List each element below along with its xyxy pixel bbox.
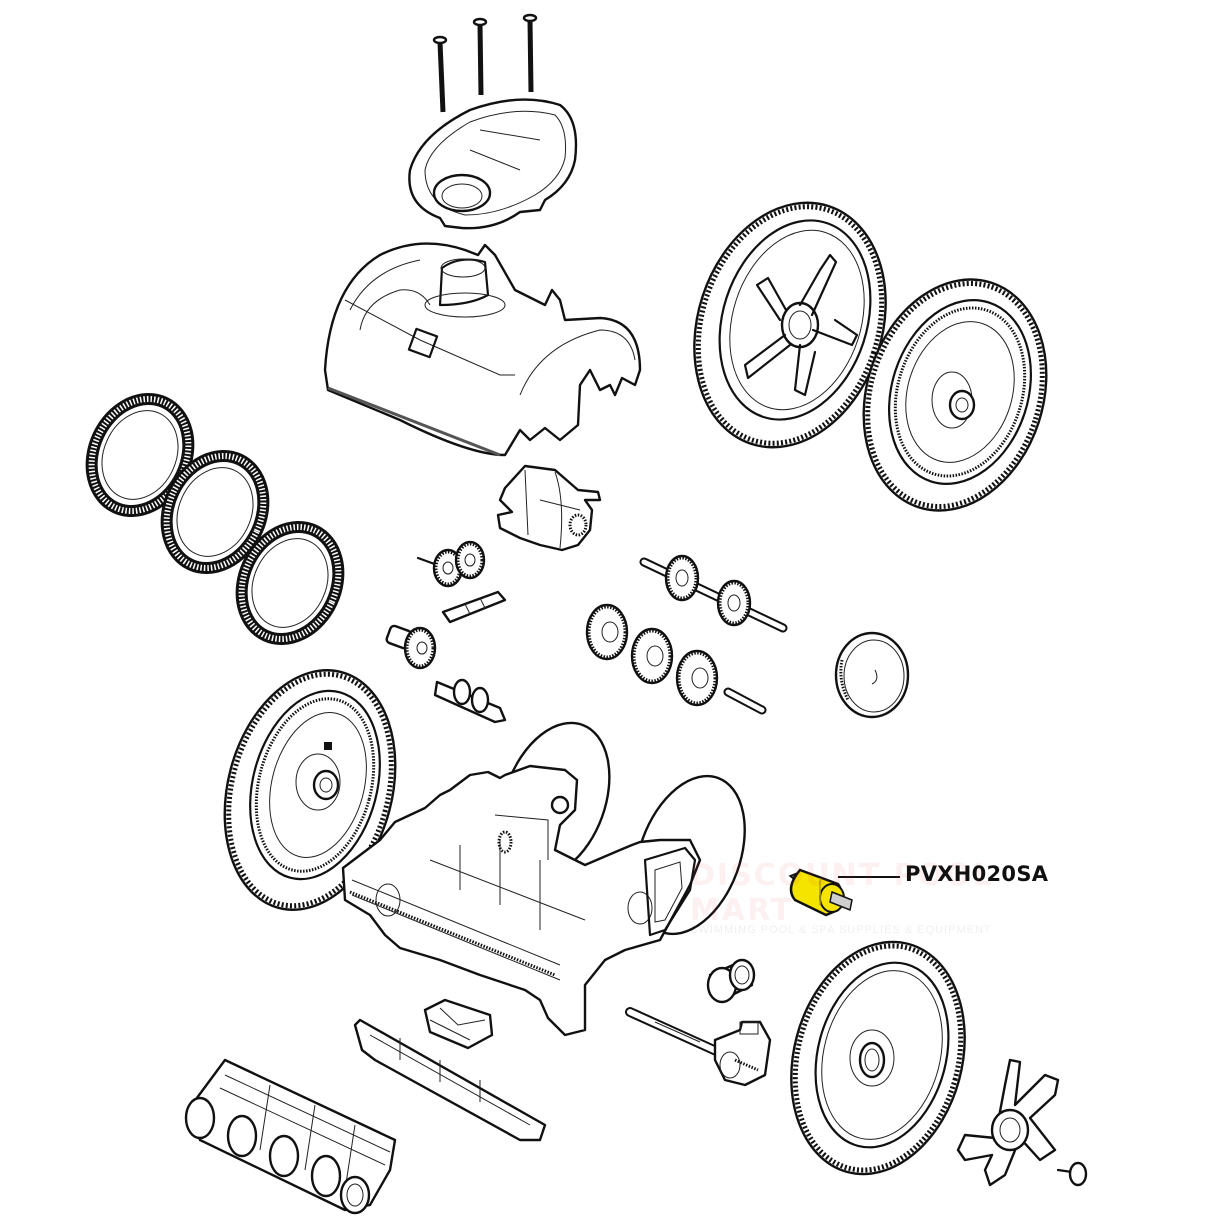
- highlighted-part-pvxh020sa[interactable]: [788, 868, 853, 917]
- tire: [235, 520, 345, 646]
- chassis: [341, 721, 746, 1037]
- top-cover: [408, 98, 578, 230]
- pin: [723, 687, 767, 715]
- screws: [432, 13, 538, 113]
- front-wheel-right: [790, 940, 966, 1176]
- top-housing: [323, 242, 642, 457]
- gear: [585, 603, 629, 661]
- gears: [585, 603, 719, 707]
- part-number-label: PVXH020SA: [905, 862, 1049, 886]
- hubcap-star: [956, 1058, 1060, 1187]
- rear-wheel-upper-inner: [862, 278, 1048, 512]
- front-wheel-left: [223, 669, 397, 911]
- gear-pair: [416, 540, 486, 588]
- gear-cover: [834, 631, 910, 719]
- turbine-shaft: [433, 678, 507, 724]
- tires: [85, 392, 345, 646]
- roller-brush-assembly: [184, 1058, 397, 1215]
- skirt-flap: [353, 1018, 547, 1142]
- screw: [432, 35, 448, 113]
- gear: [630, 627, 674, 685]
- turbine-housing: [496, 464, 602, 552]
- tire: [160, 449, 270, 575]
- axle-crank: [625, 1007, 772, 1087]
- hubcap-spokes: [743, 253, 859, 397]
- hub-pin: [1056, 1161, 1088, 1187]
- diverter: [423, 998, 494, 1050]
- gear: [675, 649, 719, 707]
- screw: [472, 17, 488, 96]
- screw: [522, 13, 538, 93]
- pinion-gear: [385, 624, 437, 670]
- idler-gears-shaft: [639, 554, 788, 633]
- bushing: [706, 958, 756, 1004]
- spring-clip: [441, 590, 507, 624]
